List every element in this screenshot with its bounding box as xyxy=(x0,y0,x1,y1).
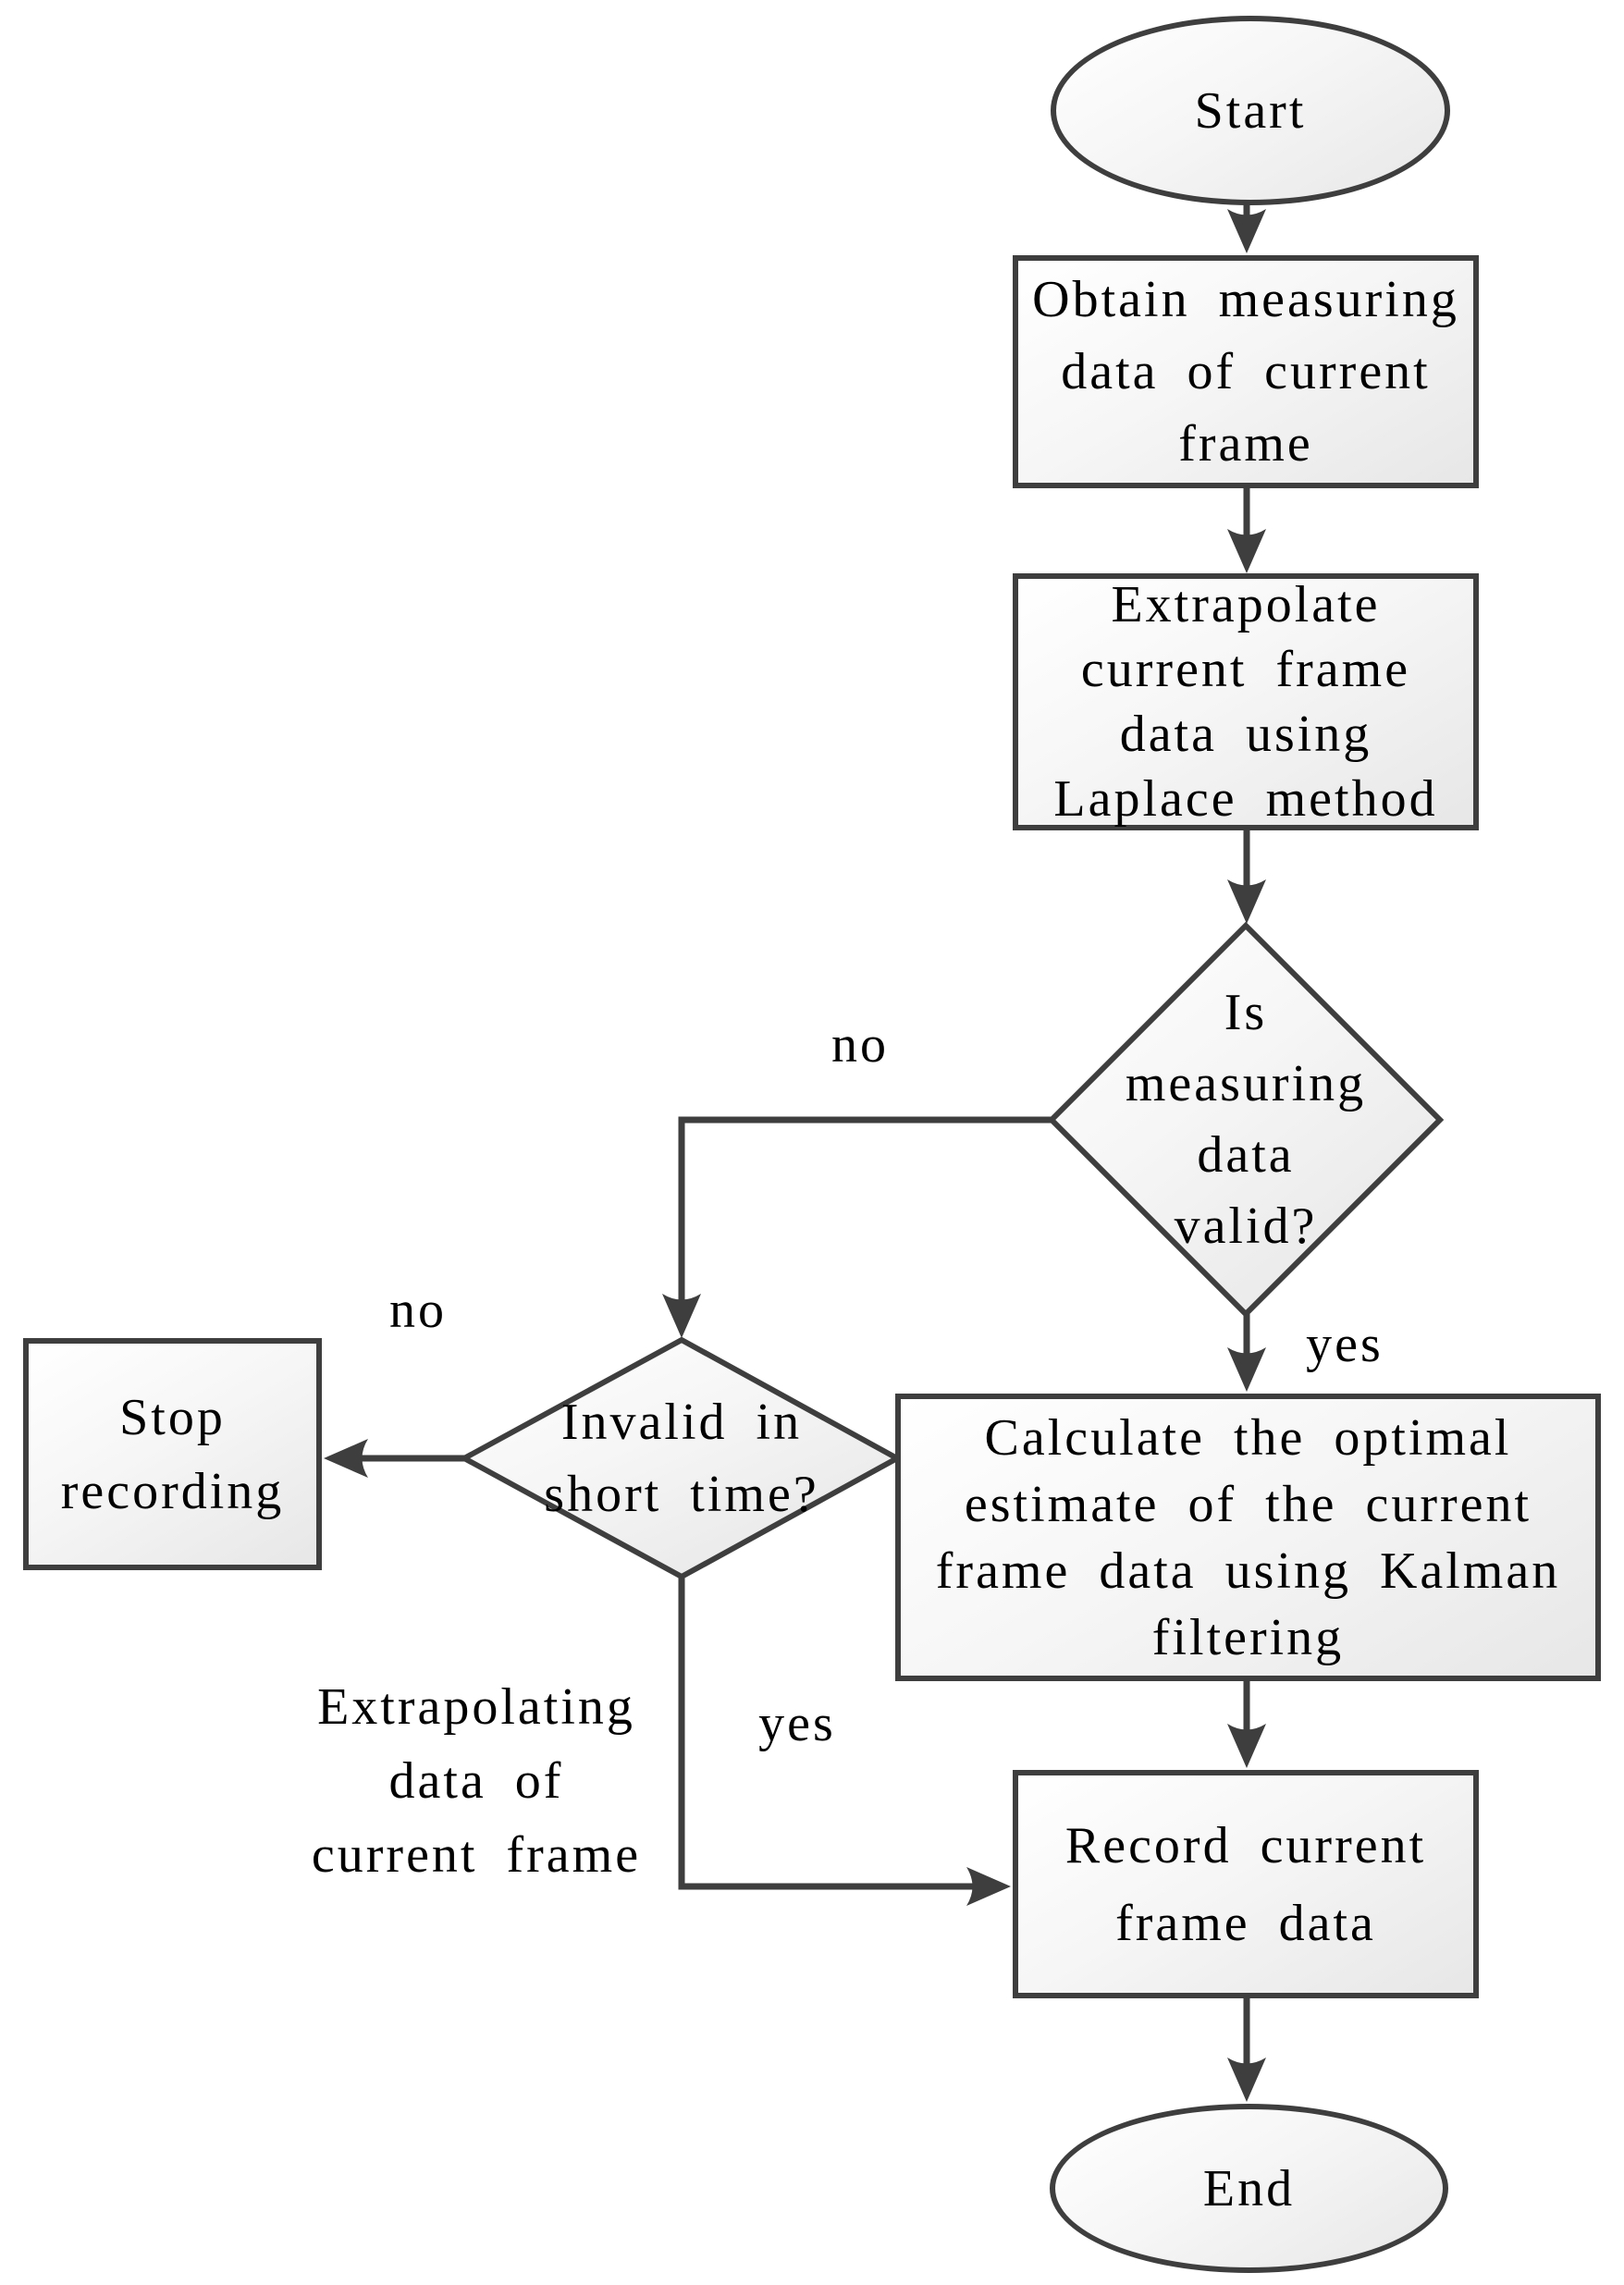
edge-label-valid-yes: yes xyxy=(1306,1316,1384,1373)
node-stop-recording-line: recording xyxy=(60,1462,285,1520)
node-obtain-data: Obtain measuring data of current frame xyxy=(1013,255,1479,488)
arrowhead-into-end xyxy=(1227,2058,1266,2102)
edge-label-invalid-no: no xyxy=(389,1282,447,1339)
arrowhead-into-extrapolate xyxy=(1227,529,1266,573)
arrowhead-into-stop xyxy=(324,1439,368,1478)
node-obtain-data-line: frame xyxy=(1178,415,1313,473)
arrowhead-into-obtain xyxy=(1227,209,1266,253)
node-obtain-data-line: data of current xyxy=(1061,343,1431,400)
node-record-line: Record current xyxy=(1064,1816,1427,1874)
node-start: Start xyxy=(1051,16,1450,205)
node-start-label: Start xyxy=(1194,81,1307,140)
edge-label-valid-no: no xyxy=(831,1016,889,1074)
arrowhead-into-kalman xyxy=(1227,1347,1266,1392)
node-invalid-short-line: Invalid in xyxy=(560,1394,803,1451)
node-stop-recording: Stop recording xyxy=(23,1338,322,1570)
arrowhead-into-record-left xyxy=(966,1867,1011,1906)
node-kalman: Calculate the optimal estimate of the cu… xyxy=(895,1394,1601,1681)
note-extrapolating-line: current frame xyxy=(311,1826,642,1884)
arrowhead-into-invalidshort xyxy=(662,1294,701,1338)
node-record: Record current frame data xyxy=(1013,1770,1479,1998)
node-kalman-line: Calculate the optimal xyxy=(984,1408,1512,1467)
node-invalid-short-text: Invalid in short time? xyxy=(460,1340,904,1577)
node-kalman-line: frame data using Kalman xyxy=(935,1542,1561,1600)
node-is-valid-line: data xyxy=(1197,1126,1295,1184)
node-obtain-data-line: Obtain measuring xyxy=(1032,271,1459,328)
node-kalman-line: filtering xyxy=(1151,1608,1345,1666)
node-is-valid-line: measuring xyxy=(1125,1055,1367,1112)
node-extrapolate: Extrapolate current frame data using Lap… xyxy=(1013,573,1479,830)
note-extrapolating: Extrapolating data of current frame xyxy=(277,1670,675,1892)
node-extrapolate-line: Extrapolate xyxy=(1111,576,1381,633)
node-is-valid-text: Is measuring data valid? xyxy=(1061,926,1431,1314)
edge-invalidshort-yes-to-record xyxy=(678,1577,979,1890)
node-end: End xyxy=(1050,2104,1448,2273)
edge-isvalid-no-to-invalidshort xyxy=(678,1116,1052,1307)
node-extrapolate-line: current frame xyxy=(1080,641,1411,698)
node-is-valid-line: Is xyxy=(1224,984,1268,1041)
node-extrapolate-line: data using xyxy=(1119,706,1372,763)
node-extrapolate-line: Laplace method xyxy=(1053,770,1438,828)
note-extrapolating-line: data of xyxy=(388,1752,564,1810)
node-invalid-short-line: short time? xyxy=(544,1466,819,1523)
arrowhead-into-isvalid xyxy=(1227,879,1266,924)
arrowhead-into-record-top xyxy=(1227,1724,1266,1768)
note-extrapolating-line: Extrapolating xyxy=(317,1678,635,1736)
node-is-valid-line: valid? xyxy=(1174,1198,1318,1255)
node-end-label: End xyxy=(1202,2159,1296,2217)
node-record-line: frame data xyxy=(1115,1894,1376,1952)
edge-label-invalid-yes: yes xyxy=(758,1695,836,1752)
node-kalman-line: estimate of the current xyxy=(964,1475,1532,1533)
node-stop-recording-line: Stop xyxy=(119,1388,226,1446)
